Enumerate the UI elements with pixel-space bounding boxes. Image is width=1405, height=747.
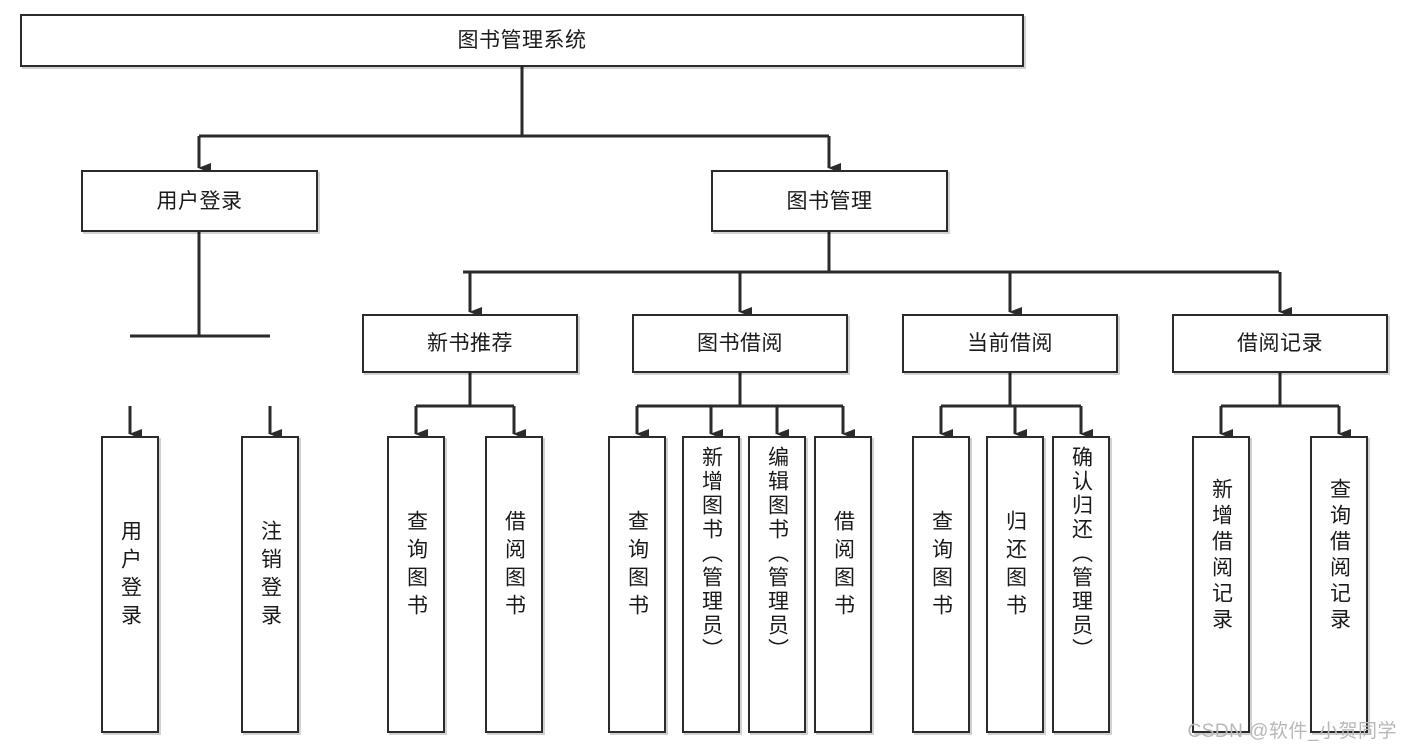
node-user-login-label: 用户登录 xyxy=(156,189,243,213)
node-leaf-add-record[interactable]: 新增借阅记录 xyxy=(1192,436,1250,733)
node-leaf-add-book-label: 新增图书（管理员） xyxy=(699,446,723,662)
node-leaf-query-record[interactable]: 查询借阅记录 xyxy=(1310,436,1368,733)
node-leaf-borrow-book-1[interactable]: 借阅图书 xyxy=(485,436,543,733)
node-leaf-confirm-return-label: 确认归还（管理员） xyxy=(1069,446,1093,662)
node-leaf-confirm-return[interactable]: 确认归还（管理员） xyxy=(1052,436,1110,733)
node-user-login[interactable]: 用户登录 xyxy=(81,170,318,232)
node-leaf-query-book-1-label: 查询图书 xyxy=(404,510,428,622)
node-leaf-borrow-book-2-label: 借阅图书 xyxy=(831,510,855,622)
node-book-borrow[interactable]: 图书借阅 xyxy=(632,314,848,373)
node-root-label: 图书管理系统 xyxy=(457,29,587,52)
watermark-text: CSDN @软件_小贺同学 xyxy=(1187,721,1397,742)
node-leaf-return-book-label: 归还图书 xyxy=(1003,510,1027,622)
node-leaf-edit-book-label: 编辑图书（管理员） xyxy=(765,446,789,662)
node-leaf-query-book-2[interactable]: 查询图书 xyxy=(608,436,666,733)
node-leaf-query-book-3-label: 查询图书 xyxy=(929,510,953,622)
node-leaf-query-book-2-label: 查询图书 xyxy=(625,510,649,622)
node-borrow-record[interactable]: 借阅记录 xyxy=(1172,314,1388,373)
node-leaf-borrow-book-2[interactable]: 借阅图书 xyxy=(814,436,872,733)
node-book-borrow-label: 图书借阅 xyxy=(697,332,783,355)
node-borrow-record-label: 借阅记录 xyxy=(1237,332,1323,355)
node-leaf-logout-label: 注销登录 xyxy=(258,520,282,632)
node-current-borrow[interactable]: 当前借阅 xyxy=(902,314,1118,373)
node-new-book-recommend[interactable]: 新书推荐 xyxy=(362,314,578,373)
node-book-manage-label: 图书管理 xyxy=(786,189,873,213)
node-leaf-borrow-book-1-label: 借阅图书 xyxy=(502,510,526,622)
node-leaf-return-book[interactable]: 归还图书 xyxy=(986,436,1044,733)
node-book-manage[interactable]: 图书管理 xyxy=(711,170,948,232)
node-leaf-logout[interactable]: 注销登录 xyxy=(241,436,299,733)
node-leaf-add-book[interactable]: 新增图书（管理员） xyxy=(682,436,740,733)
node-new-book-recommend-label: 新书推荐 xyxy=(427,332,513,355)
node-leaf-user-login-label: 用户登录 xyxy=(118,520,142,632)
node-root[interactable]: 图书管理系统 xyxy=(20,14,1024,67)
node-leaf-user-login[interactable]: 用户登录 xyxy=(101,436,159,733)
node-leaf-edit-book[interactable]: 编辑图书（管理员） xyxy=(748,436,806,733)
node-leaf-query-record-label: 查询借阅记录 xyxy=(1327,478,1351,634)
node-leaf-query-book-1[interactable]: 查询图书 xyxy=(387,436,445,733)
node-leaf-add-record-label: 新增借阅记录 xyxy=(1209,478,1233,634)
node-current-borrow-label: 当前借阅 xyxy=(967,332,1053,355)
node-leaf-query-book-3[interactable]: 查询图书 xyxy=(912,436,970,733)
